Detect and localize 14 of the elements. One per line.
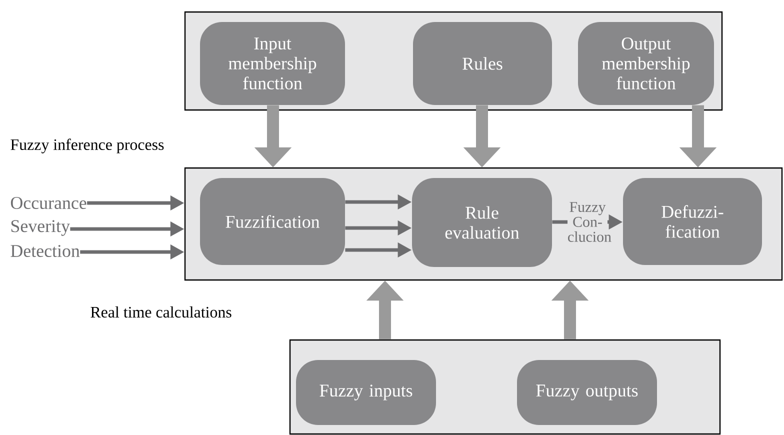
process-box: Fuzzy inputs <box>296 360 436 425</box>
process-box: Fuzzification <box>200 178 345 265</box>
input-label: Detection <box>10 244 80 258</box>
process-box: Input membership function <box>200 22 345 105</box>
process-box: Rule evaluation <box>412 178 552 267</box>
edge-label: Fuzzy Con- clucion <box>568 202 612 242</box>
panel-heading: Fuzzy inference process <box>10 138 164 154</box>
process-box: Defuzzi- fication <box>623 178 762 265</box>
section-heading: Real time calculations <box>90 306 232 318</box>
process-box: Fuzzy outputs <box>517 360 657 425</box>
process-box: Output membership function <box>578 22 714 105</box>
input-label: Severity <box>11 220 70 236</box>
input-label: Occurance <box>10 196 86 210</box>
process-box: Rules <box>413 22 552 105</box>
